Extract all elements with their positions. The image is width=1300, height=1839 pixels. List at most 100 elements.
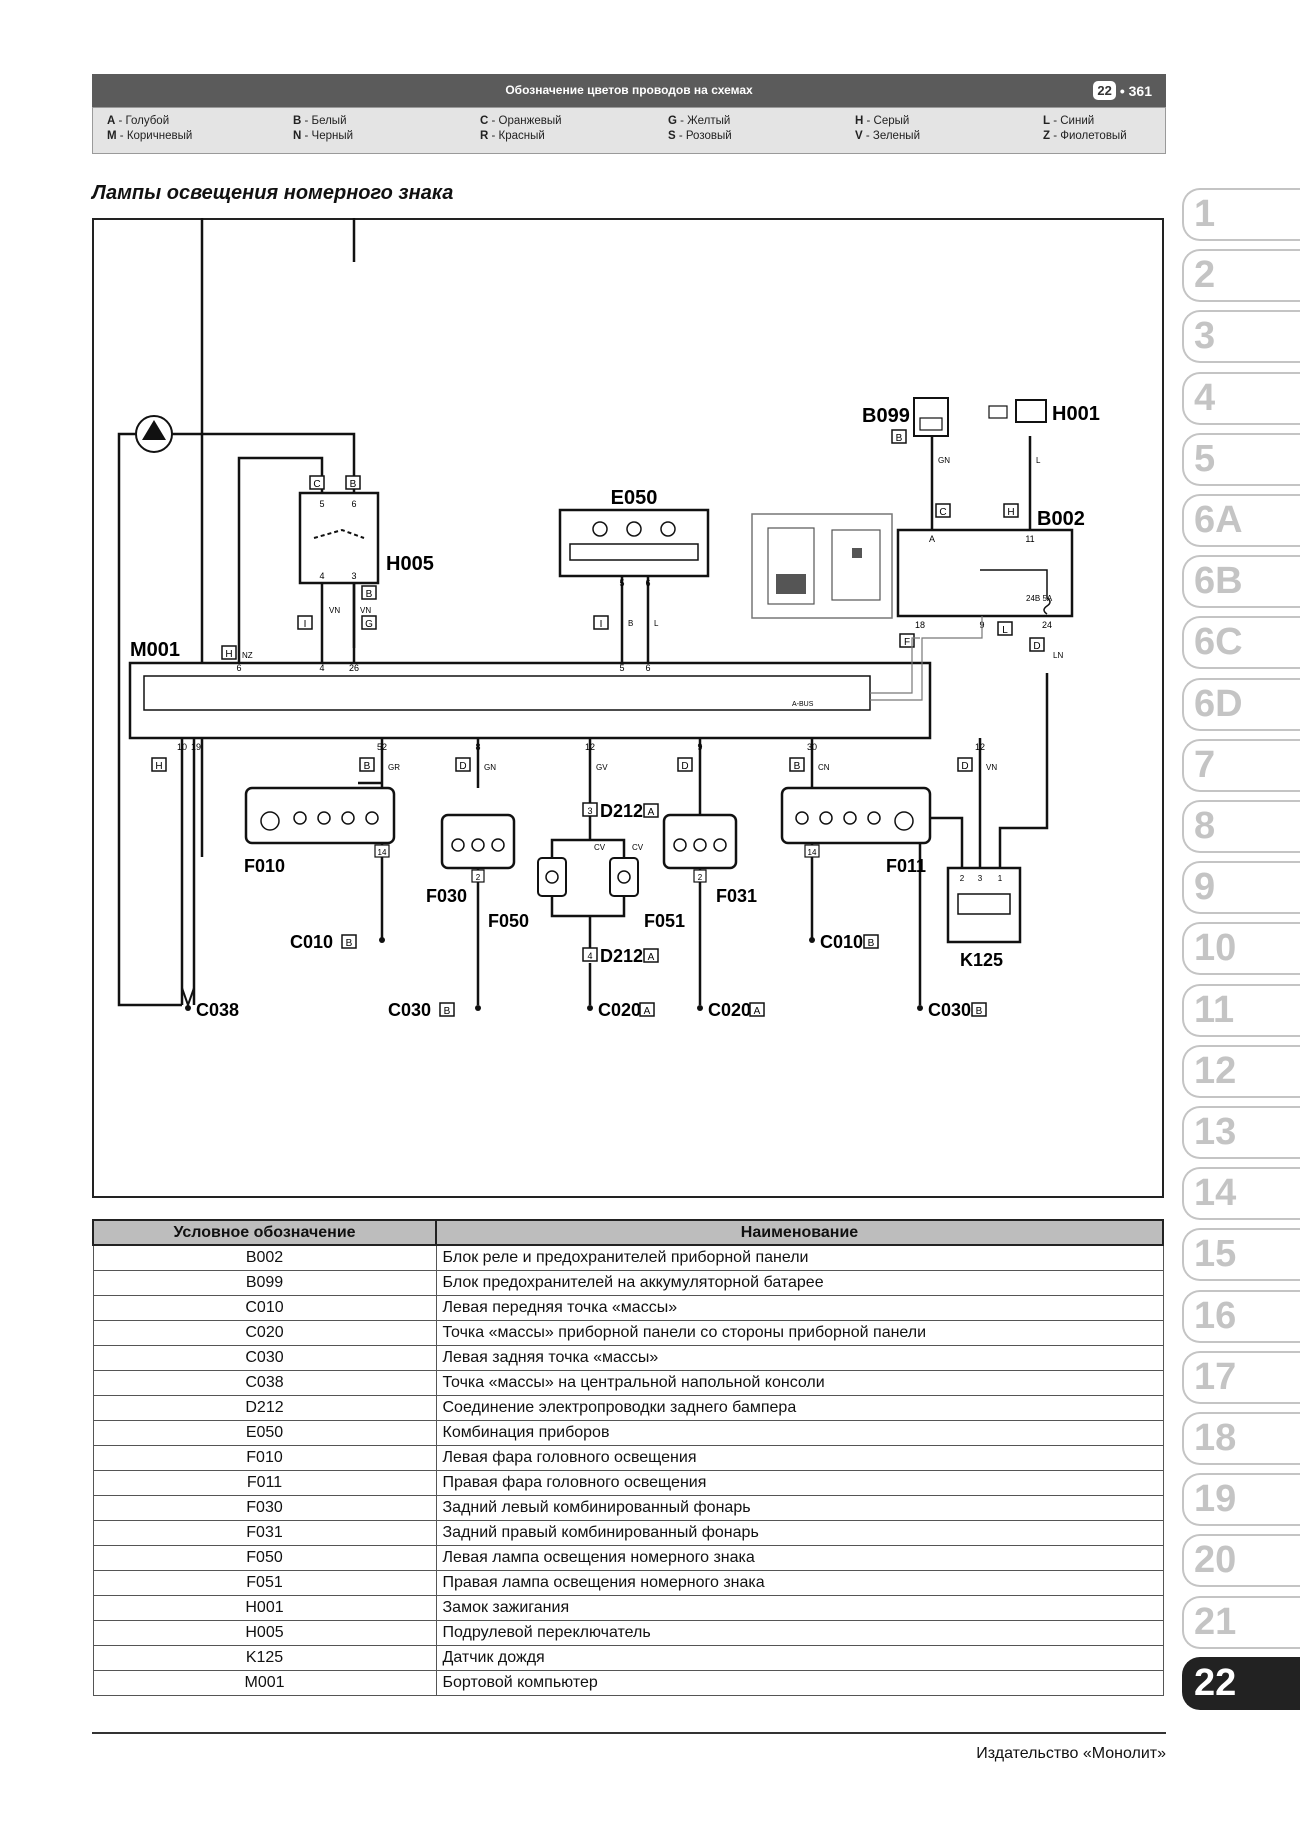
pin-number: 52 xyxy=(377,742,387,752)
cell-name: Задний левый комбинированный фонарь xyxy=(435,1495,1164,1521)
cell-name: Соединение электропроводки заднего бампе… xyxy=(435,1395,1164,1421)
connector-letter: L xyxy=(1002,625,1008,636)
chapter-badge: 22 xyxy=(1093,81,1116,100)
chapter-tab-4[interactable]: 4 xyxy=(1182,371,1300,425)
pin-number: 26 xyxy=(349,663,359,673)
connector-letter: A xyxy=(754,1006,761,1017)
chapter-tab-15[interactable]: 15 xyxy=(1182,1228,1300,1282)
chapter-tab-17[interactable]: 17 xyxy=(1182,1350,1300,1404)
page-number: • 361 xyxy=(1119,82,1152,99)
chapter-tab-6a[interactable]: 6A xyxy=(1182,494,1300,547)
connector-letter: B xyxy=(366,589,373,600)
wiring-diagram: C B 5 6 4 3 H005 B I G VN VN E050 5 6 I … xyxy=(117,218,1100,1020)
cell-code: E050 xyxy=(92,1420,437,1446)
wire-color-entry: H - Серый xyxy=(855,115,910,127)
cell-name: Комбинация приборов xyxy=(435,1420,1164,1446)
chapter-tab-5[interactable]: 5 xyxy=(1182,432,1300,486)
cell-name: Точка «массы» приборной панели со сторон… xyxy=(435,1320,1164,1346)
component-f030: F030 2 xyxy=(426,813,516,906)
wire-code: VN xyxy=(986,763,997,772)
cell-code: C010 xyxy=(92,1295,437,1321)
footer-divider xyxy=(92,1732,1166,1734)
ground-label-c020-left: C020 xyxy=(598,1000,641,1020)
chapter-tab-8[interactable]: 8 xyxy=(1182,800,1300,853)
wire-code: L xyxy=(1036,456,1041,465)
chapter-tab-16[interactable]: 16 xyxy=(1182,1289,1300,1343)
component-label-h001: H001 xyxy=(1052,403,1100,425)
pin-number: 6 xyxy=(645,663,650,673)
chapter-tab-1[interactable]: 1 xyxy=(1182,188,1300,241)
component-label-k125: K125 xyxy=(960,950,1003,970)
pin-number: 8 xyxy=(475,742,480,752)
component-f011: F011 14 xyxy=(780,786,932,876)
cell-name: Левая фара головного освещения xyxy=(435,1445,1164,1471)
connector-letter: B xyxy=(976,1006,983,1017)
chapter-tab-20[interactable]: 20 xyxy=(1182,1534,1300,1588)
wire-code: VN xyxy=(329,606,340,615)
cell-code: F050 xyxy=(92,1545,437,1571)
component-label-d212-bottom: D212 xyxy=(600,946,643,966)
chapter-tab-14[interactable]: 14 xyxy=(1182,1167,1300,1221)
component-b099: B099 B GN xyxy=(862,397,950,465)
component-label-b099: B099 xyxy=(862,405,910,427)
connector-letter: C xyxy=(939,507,946,518)
wire-color-entry: L - Синий xyxy=(1043,115,1095,127)
connector-letter: D xyxy=(459,761,466,772)
wire-code: CN xyxy=(818,763,830,772)
connector-letter: B xyxy=(794,761,801,772)
chapter-tab-22[interactable]: 22 xyxy=(1182,1656,1300,1710)
chapter-tab-6d[interactable]: 6D xyxy=(1182,677,1300,731)
cell-code: F031 xyxy=(92,1520,437,1546)
cell-code: K125 xyxy=(92,1645,437,1671)
cell-name: Левая лампа освещения номерного знака xyxy=(435,1545,1164,1571)
cell-code: F051 xyxy=(92,1570,437,1596)
wire-code: VN xyxy=(360,606,371,615)
wire-color-entry: G - Желтый xyxy=(668,115,731,127)
chapter-tab-11[interactable]: 11 xyxy=(1182,983,1300,1037)
chapter-tab-3[interactable]: 3 xyxy=(1182,310,1300,364)
component-label-f050: F050 xyxy=(488,911,529,931)
ground-label-c010-left: C010 xyxy=(290,932,333,952)
connector-letter: D xyxy=(681,761,688,772)
chapter-tab-12[interactable]: 12 xyxy=(1182,1044,1300,1098)
component-k125: 2 3 1 K125 xyxy=(946,866,1022,970)
chapter-tab-6b[interactable]: 6B xyxy=(1182,555,1300,609)
header-bar xyxy=(92,74,1166,107)
wire-ground-loop-top xyxy=(117,432,356,863)
pin-number: 6 xyxy=(236,663,241,673)
connector-letter: B xyxy=(896,433,903,444)
component-label-h005: H005 xyxy=(386,553,434,575)
pin-number: 10 xyxy=(177,742,187,752)
wire-color-entry: B - Белый xyxy=(293,115,347,127)
chapter-tab-18[interactable]: 18 xyxy=(1182,1412,1300,1465)
header-title: Обозначение цветов проводов на схемах xyxy=(505,83,753,97)
chapter-tab-2[interactable]: 2 xyxy=(1182,249,1300,303)
chapter-tab-10[interactable]: 10 xyxy=(1182,922,1300,976)
table-header-row: Условное обозначение Наименование xyxy=(92,1219,1164,1246)
chapter-tab-19[interactable]: 19 xyxy=(1182,1473,1300,1527)
chapter-tab-6c[interactable]: 6C xyxy=(1182,616,1300,670)
chapter-tab-13[interactable]: 13 xyxy=(1182,1106,1300,1159)
chapter-tab-7[interactable]: 7 xyxy=(1182,738,1300,792)
column-header-name: Наименование xyxy=(435,1219,1164,1246)
pin-number: 18 xyxy=(915,620,925,630)
connector-letter: B xyxy=(346,938,353,949)
pin-number: 6 xyxy=(351,499,356,509)
ground-label-c030-left: C030 xyxy=(388,1000,431,1020)
connector-letter: B xyxy=(364,761,371,772)
chapter-tab-9[interactable]: 9 xyxy=(1182,861,1300,915)
chapter-tab-21[interactable]: 21 xyxy=(1182,1595,1300,1649)
component-label-f051: F051 xyxy=(644,911,685,931)
ground-symbol-top xyxy=(135,415,173,453)
page-number-group: 22 • 361 xyxy=(1093,80,1152,101)
cell-name: Левая передняя точка «массы» xyxy=(435,1295,1164,1321)
cell-name: Правая фара головного освещения xyxy=(435,1470,1164,1496)
pin-number: 12 xyxy=(585,742,595,752)
wire-m001-c038 xyxy=(180,738,196,1005)
cell-name: Бортовой компьютер xyxy=(435,1670,1164,1696)
